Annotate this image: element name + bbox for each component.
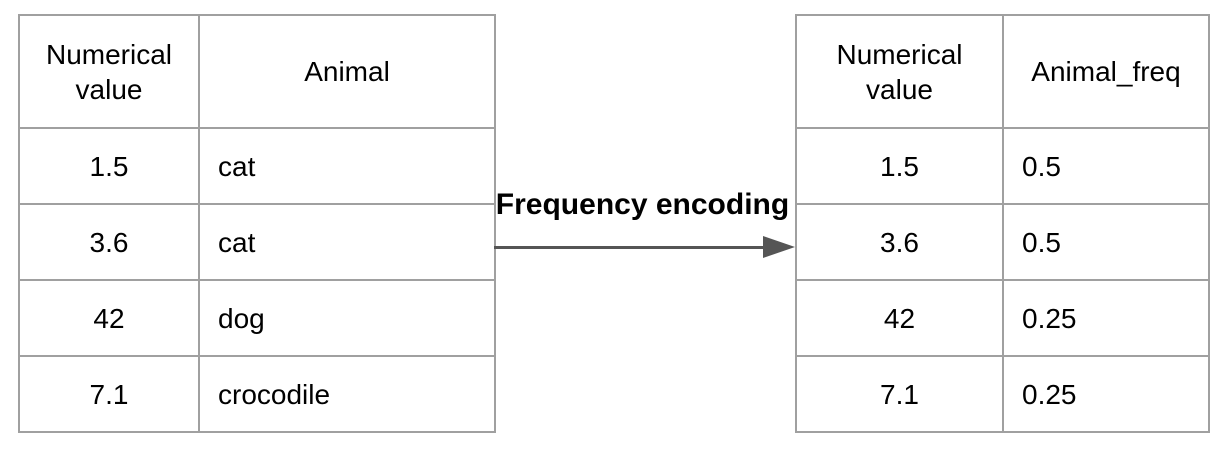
header-cell-animal-freq: Animal_freq <box>1002 14 1210 129</box>
encoded-data-table: Numerical value Animal_freq 1.5 0.5 3.6 … <box>795 14 1210 433</box>
original-data-table: Numerical value Animal 1.5 cat 3.6 cat 4… <box>18 14 496 433</box>
table-cell: 3.6 <box>18 203 200 281</box>
table-cell: 7.1 <box>18 355 200 433</box>
table-row: 1.5 0.5 <box>795 127 1210 205</box>
table-cell: 0.5 <box>1002 203 1210 281</box>
table-cell: dog <box>198 279 496 357</box>
table-cell: 7.1 <box>795 355 1004 433</box>
table-cell: 42 <box>795 279 1004 357</box>
table-cell: 0.25 <box>1002 355 1210 433</box>
table-cell: 1.5 <box>795 127 1004 205</box>
arrow-line <box>494 246 766 249</box>
header-cell-numerical-value: Numerical value <box>795 14 1004 129</box>
table-header-row: Numerical value Animal <box>18 14 496 129</box>
arrow-label: Frequency encoding <box>495 188 790 221</box>
table-row: 7.1 0.25 <box>795 355 1210 433</box>
table-row: 3.6 cat <box>18 203 496 281</box>
table-header-row: Numerical value Animal_freq <box>795 14 1210 129</box>
table-cell: 42 <box>18 279 200 357</box>
table-cell: cat <box>198 127 496 205</box>
table-row: 42 dog <box>18 279 496 357</box>
header-cell-animal: Animal <box>198 14 496 129</box>
table-row: 7.1 crocodile <box>18 355 496 433</box>
table-cell: 3.6 <box>795 203 1004 281</box>
table-cell: 0.5 <box>1002 127 1210 205</box>
table-row: 3.6 0.5 <box>795 203 1210 281</box>
table-cell: 0.25 <box>1002 279 1210 357</box>
table-cell: 1.5 <box>18 127 200 205</box>
arrowhead-icon <box>763 236 795 258</box>
table-row: 42 0.25 <box>795 279 1210 357</box>
header-cell-numerical-value: Numerical value <box>18 14 200 129</box>
table-cell: cat <box>198 203 496 281</box>
table-row: 1.5 cat <box>18 127 496 205</box>
table-cell: crocodile <box>198 355 496 433</box>
